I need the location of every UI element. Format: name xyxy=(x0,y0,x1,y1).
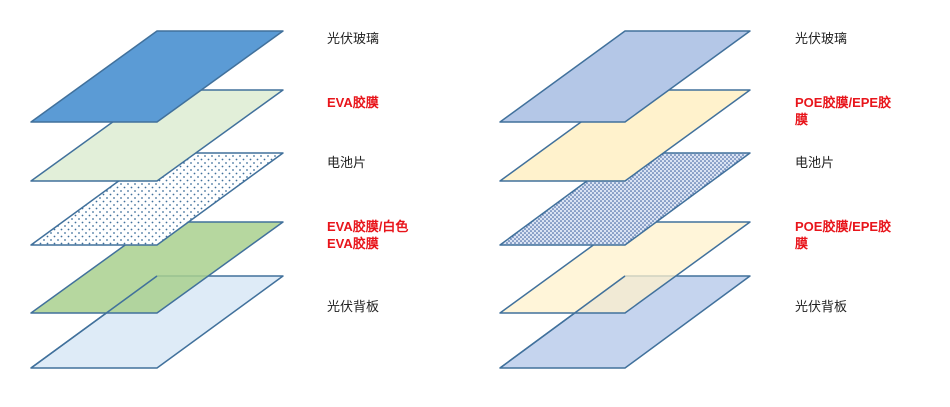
left-film-top-layer xyxy=(30,89,284,182)
right-label-backsheet: 光伏背板 xyxy=(795,300,848,315)
left-backsheet-outline xyxy=(30,275,158,369)
left-label-glass: 光伏玻璃 xyxy=(327,32,380,47)
left-label-film-top: EVA胶膜 xyxy=(327,95,379,110)
right-label-cell: 电池片 xyxy=(795,156,835,171)
right-label-film-top-line1: POE胶膜/EPE胶 xyxy=(795,95,892,110)
right-label-film-bottom-line1: POE胶膜/EPE胶 xyxy=(795,219,892,234)
right-label-film-bottom-line2: 膜 xyxy=(795,236,809,251)
left-label-backsheet: 光伏背板 xyxy=(327,300,380,315)
left-glass-layer xyxy=(30,30,284,123)
left-label-film-bottom-line1: EVA胶膜/白色 xyxy=(327,219,409,234)
left-cell-layer xyxy=(30,152,284,246)
right-film-bottom-layer xyxy=(499,221,751,314)
right-label-glass: 光伏玻璃 xyxy=(795,32,848,47)
right-cell-layer xyxy=(499,152,751,246)
right-film-top-layer xyxy=(499,89,751,182)
right-glass-layer xyxy=(499,30,751,123)
right-label-film-top-line2: 膜 xyxy=(795,112,809,127)
left-label-cell: 电池片 xyxy=(327,156,367,171)
left-film-bottom-layer xyxy=(30,221,284,314)
left-label-film-bottom-line2: EVA胶膜 xyxy=(327,236,379,251)
right-backsheet-outline xyxy=(499,275,626,369)
right-stack xyxy=(499,30,751,369)
left-stack xyxy=(30,30,284,369)
